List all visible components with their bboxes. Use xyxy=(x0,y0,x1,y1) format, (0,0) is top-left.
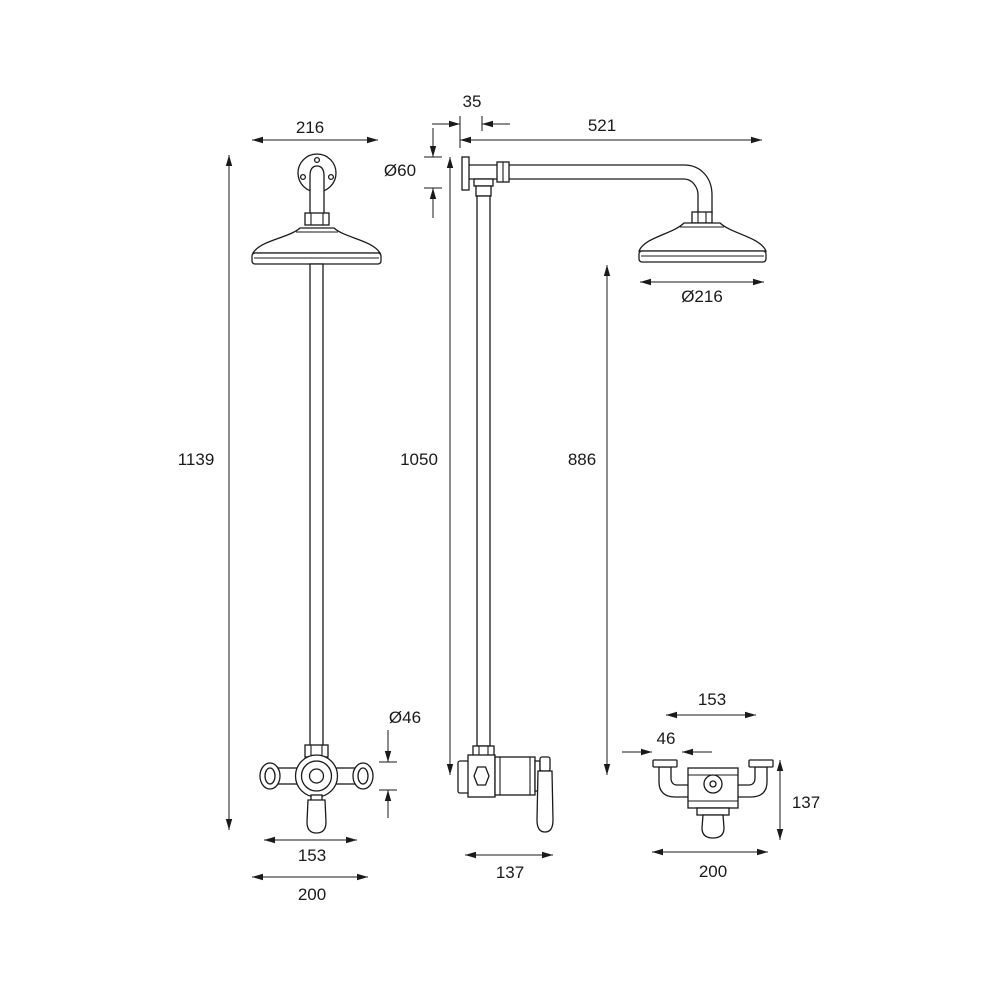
dimension-label: 521 xyxy=(588,116,616,135)
wall-plate-screw xyxy=(299,173,307,181)
wall-plate xyxy=(461,156,470,191)
dimension-label: 153 xyxy=(698,690,726,709)
valve-centre xyxy=(709,780,717,788)
dimension-label: 886 xyxy=(568,450,596,469)
valve-lever xyxy=(306,799,327,834)
dimension-label: 1139 xyxy=(178,450,215,469)
dimension-label: 216 xyxy=(296,118,324,137)
valve-centre xyxy=(308,768,325,784)
dimension-label: 46 xyxy=(657,729,676,748)
shower-arm xyxy=(309,165,325,215)
dimension-label: Ø216 xyxy=(681,287,723,306)
dimension-label: 35 xyxy=(463,92,482,111)
front-view-dimensions: 216 1139 153 200 Ø46 xyxy=(178,118,421,904)
dimension-label: 1050 xyxy=(400,450,438,469)
valve-body xyxy=(494,756,536,796)
dimension-label: 200 xyxy=(699,862,727,881)
riser-top-nut xyxy=(475,185,492,197)
valve-lever xyxy=(536,770,554,833)
dimension-label: 200 xyxy=(298,885,326,904)
top-view xyxy=(652,759,774,839)
shower-head-nut xyxy=(691,211,713,224)
dimension-label: 137 xyxy=(496,863,524,882)
right-inlet-cap xyxy=(748,759,774,768)
front-view xyxy=(251,153,382,834)
side-view-dimensions: 35 521 Ø60 1050 886 Ø216 137 xyxy=(384,92,764,882)
left-inlet-cap-inner xyxy=(264,767,276,785)
riser-pipe xyxy=(476,195,491,747)
lever-hub xyxy=(539,756,551,772)
dimension-label: 153 xyxy=(298,846,326,865)
lever-hub xyxy=(696,807,730,816)
dimension-label: Ø60 xyxy=(384,161,416,180)
wall-plate-screw xyxy=(313,156,321,164)
top-view-dimensions: 153 46 137 200 xyxy=(622,690,820,881)
side-view xyxy=(457,156,767,833)
riser-top-fitting xyxy=(473,178,494,187)
left-inlet-cap xyxy=(652,759,678,768)
riser-pipe xyxy=(309,263,324,747)
shower-head-nut xyxy=(304,212,330,226)
right-inlet-cap-inner xyxy=(357,767,369,785)
valve-lever xyxy=(701,814,725,839)
dimension-label: Ø46 xyxy=(389,708,421,727)
dimension-label: 137 xyxy=(792,793,820,812)
shower-head-dome xyxy=(638,222,767,252)
wall-plate-screw xyxy=(327,173,335,181)
valve-hex-nut xyxy=(473,766,490,786)
